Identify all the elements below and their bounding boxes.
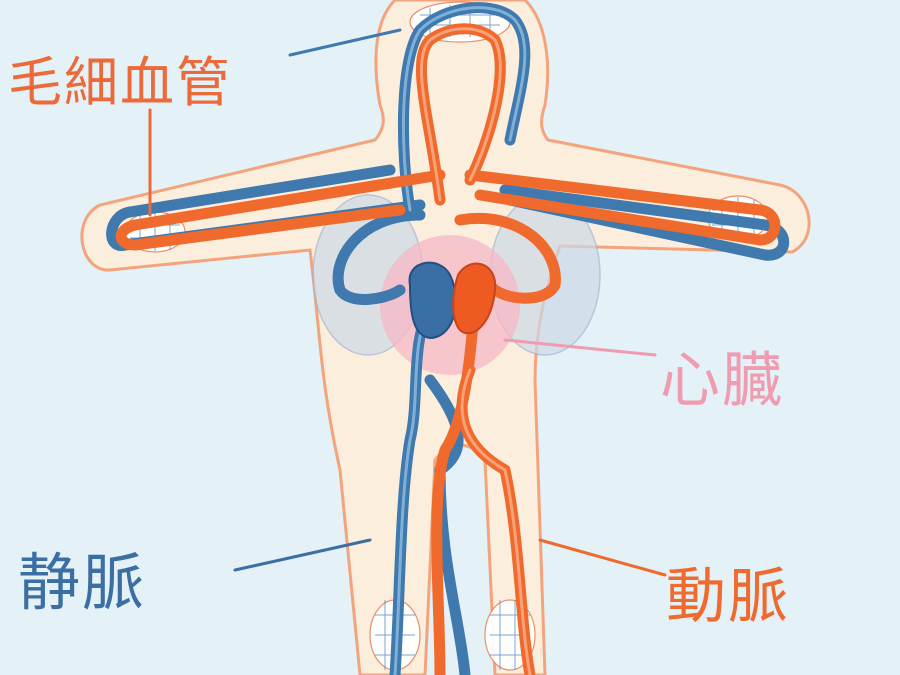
vein-label: 静脈 <box>18 546 147 619</box>
arteries-light <box>419 27 532 675</box>
veins-light <box>393 6 527 675</box>
heart-left-side <box>452 262 497 335</box>
capillary-label: 毛細血管 <box>8 51 232 114</box>
heart-right-side <box>408 261 457 340</box>
capillary-leader <box>288 28 402 57</box>
artery-label: 動脈 <box>666 562 790 632</box>
artery-leader <box>538 538 667 577</box>
heart-leader <box>503 338 657 357</box>
heart-label: 心臓 <box>660 346 784 416</box>
vein-leader <box>233 538 372 572</box>
leader-lines <box>148 28 667 577</box>
